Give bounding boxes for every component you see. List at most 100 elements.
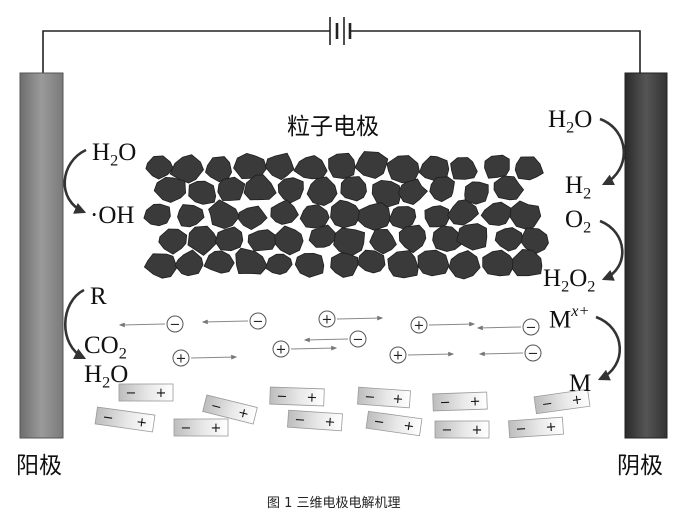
curved-arrow-icon xyxy=(595,117,626,381)
particle xyxy=(308,224,336,248)
particle xyxy=(243,174,277,201)
particle xyxy=(264,152,295,181)
svg-text:−: − xyxy=(181,421,192,436)
particle xyxy=(340,176,367,202)
svg-text:+: + xyxy=(414,319,425,334)
dipole-particle-icon: −+ xyxy=(533,388,591,415)
particle xyxy=(217,176,246,201)
particle xyxy=(208,199,240,230)
dipole-particle-icon: −+ xyxy=(202,394,258,425)
metal-label: M xyxy=(569,370,592,397)
anion-icon: − xyxy=(478,344,542,362)
particle xyxy=(511,248,543,277)
o2-label: O2 xyxy=(565,206,592,237)
anode-plate xyxy=(19,72,64,439)
particle xyxy=(238,205,268,231)
particle xyxy=(169,154,204,184)
particle xyxy=(328,152,356,180)
particle xyxy=(265,253,293,275)
particle xyxy=(235,247,268,275)
particle-electrode-title: 粒子电极 xyxy=(287,114,379,140)
particle xyxy=(371,179,402,209)
particle xyxy=(354,151,389,179)
metal-ion-label: Mx+ xyxy=(549,302,590,334)
svg-text:−: − xyxy=(373,414,386,430)
particle xyxy=(464,181,489,205)
particle xyxy=(214,226,244,252)
particle xyxy=(493,175,525,201)
particle xyxy=(205,156,233,183)
particle xyxy=(484,154,510,179)
anion-icon: − xyxy=(201,312,267,330)
particle xyxy=(177,204,205,228)
svg-text:+: + xyxy=(472,423,483,438)
svg-text:+: + xyxy=(176,352,187,367)
particle xyxy=(417,249,450,277)
particle xyxy=(187,225,219,256)
svg-text:+: + xyxy=(322,313,333,328)
particle xyxy=(480,201,512,226)
particle xyxy=(482,249,516,277)
particle xyxy=(387,250,419,279)
dipole-particle-icon: −+ xyxy=(365,410,423,437)
anode-h2o-product-label: H2O xyxy=(84,361,129,392)
anion-icon: − xyxy=(476,318,540,336)
svg-text:−: − xyxy=(528,347,539,362)
svg-text:+: + xyxy=(135,415,148,431)
particle xyxy=(456,223,488,251)
svg-text:−: − xyxy=(294,413,306,429)
svg-text:−: − xyxy=(526,321,537,336)
particle xyxy=(398,224,427,254)
particle xyxy=(446,199,479,226)
dipole-particles: −+−+−+−+−+−+−+−+−+−+−+−+ xyxy=(94,383,591,439)
svg-text:−: − xyxy=(209,398,223,415)
particle xyxy=(330,199,362,229)
anode-label: 阳极 xyxy=(16,453,62,479)
particle xyxy=(424,205,451,228)
svg-text:+: + xyxy=(236,405,250,422)
svg-text:+: + xyxy=(571,392,584,408)
cation-icon: + xyxy=(318,310,384,328)
figure-caption: 图 1 三维电极电解机理 xyxy=(267,496,401,511)
particle xyxy=(369,228,397,255)
particle xyxy=(274,225,304,256)
particle xyxy=(357,249,386,274)
svg-text:−: − xyxy=(364,390,376,406)
svg-text:−: − xyxy=(515,422,527,438)
particle xyxy=(333,227,366,257)
particle xyxy=(158,228,188,255)
svg-text:+: + xyxy=(545,420,557,436)
particle xyxy=(174,249,204,277)
particle xyxy=(247,229,278,252)
svg-text:−: − xyxy=(353,333,364,348)
svg-text:−: − xyxy=(541,396,554,412)
svg-text:−: − xyxy=(170,318,181,333)
h2o2-label: H2O2 xyxy=(543,265,596,296)
svg-text:+: + xyxy=(306,390,317,405)
svg-text:+: + xyxy=(156,386,167,401)
cation-icon: + xyxy=(172,349,238,367)
battery-icon xyxy=(329,17,352,45)
cation-icon: + xyxy=(272,340,338,358)
dipole-particle-icon: −+ xyxy=(118,383,174,402)
dipole-particle-icon: −+ xyxy=(357,386,411,409)
particle xyxy=(330,252,359,278)
svg-text:−: − xyxy=(439,395,450,410)
anode-h2o-label: H2O xyxy=(92,139,137,170)
svg-text:−: − xyxy=(276,389,287,404)
particle xyxy=(188,180,217,205)
dipole-particle-icon: −+ xyxy=(287,409,343,432)
particle xyxy=(153,176,187,203)
svg-text:+: + xyxy=(392,392,404,408)
cathode-h2o-label: H2O xyxy=(548,106,593,137)
dipole-particle-icon: −+ xyxy=(173,418,229,437)
svg-text:−: − xyxy=(253,315,264,330)
anion-icon: − xyxy=(303,330,367,348)
particle xyxy=(514,156,544,181)
particle xyxy=(277,177,304,204)
particle xyxy=(357,201,391,231)
hydroxyl-radical-label: ·OH xyxy=(90,202,135,229)
svg-text:+: + xyxy=(469,394,480,409)
particle xyxy=(432,225,465,252)
